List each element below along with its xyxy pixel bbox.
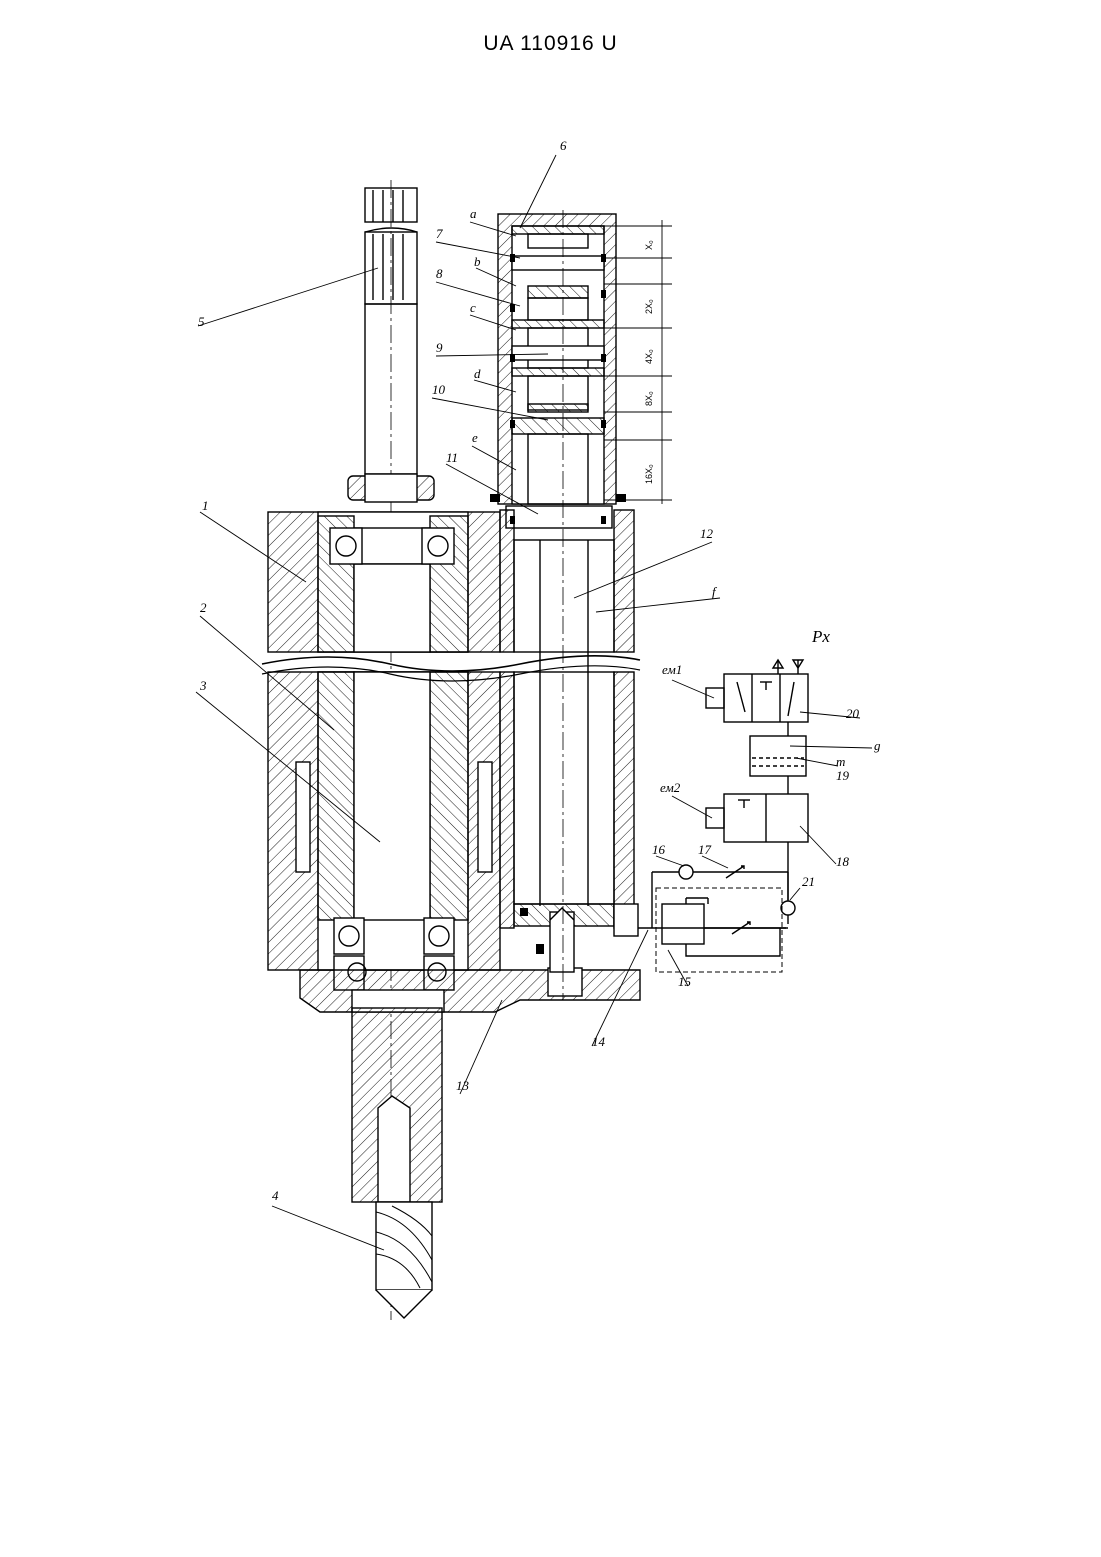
label-11: 11 bbox=[446, 450, 458, 465]
label-6: 6 bbox=[560, 138, 567, 153]
label-7: 7 bbox=[436, 226, 443, 241]
label-em2: ем2 bbox=[660, 780, 681, 795]
label-14: 14 bbox=[592, 1034, 606, 1049]
valve-18 bbox=[706, 776, 808, 924]
label-em1: ем1 bbox=[662, 662, 682, 677]
dim-8x0: 8X₀ bbox=[644, 391, 654, 406]
label-f: f bbox=[712, 584, 718, 599]
label-12: 12 bbox=[700, 526, 714, 541]
dim-x0: X₀ bbox=[644, 240, 654, 250]
label-m: m bbox=[836, 754, 845, 769]
label-4: 4 bbox=[272, 1188, 279, 1203]
label-20: 20 bbox=[846, 706, 860, 721]
label-17: 17 bbox=[698, 842, 712, 857]
dim-2x0: 2X₀ bbox=[644, 299, 654, 314]
valve-20 bbox=[706, 660, 808, 722]
label-px: Px bbox=[811, 627, 830, 646]
label-b: b bbox=[474, 254, 481, 269]
shaft-nut bbox=[348, 474, 434, 502]
bottom-cover bbox=[300, 968, 640, 1012]
label-3: 3 bbox=[199, 678, 207, 693]
label-9: 9 bbox=[436, 340, 443, 355]
dim-4x0: 4X₀ bbox=[644, 349, 654, 364]
dimension-labels: X₀ 2X₀ 4X₀ 8X₀ 16X₀ bbox=[644, 240, 654, 484]
label-19: 19 bbox=[836, 768, 850, 783]
main-cylinder bbox=[500, 510, 638, 972]
label-e: e bbox=[472, 430, 478, 445]
label-18: 18 bbox=[836, 854, 850, 869]
housing-lower bbox=[268, 672, 500, 970]
label-2: 2 bbox=[200, 600, 207, 615]
label-15: 15 bbox=[678, 974, 692, 989]
label-16: 16 bbox=[652, 842, 666, 857]
tool-holder bbox=[352, 1008, 442, 1318]
label-g: g bbox=[874, 738, 881, 753]
label-5: 5 bbox=[198, 314, 205, 329]
label-10: 10 bbox=[432, 382, 446, 397]
label-a: a bbox=[470, 206, 477, 221]
label-21: 21 bbox=[802, 874, 815, 889]
hydraulic-lines bbox=[638, 865, 795, 972]
cylinder-block bbox=[498, 214, 616, 528]
label-d: d bbox=[474, 366, 481, 381]
label-8: 8 bbox=[436, 266, 443, 281]
label-13: 13 bbox=[456, 1078, 470, 1093]
housing-upper bbox=[268, 512, 500, 652]
dim-16x0: 16X₀ bbox=[644, 464, 654, 484]
break-line bbox=[262, 656, 640, 671]
label-1: 1 bbox=[202, 498, 209, 513]
label-c: c bbox=[470, 300, 476, 315]
tank-19 bbox=[750, 722, 806, 776]
